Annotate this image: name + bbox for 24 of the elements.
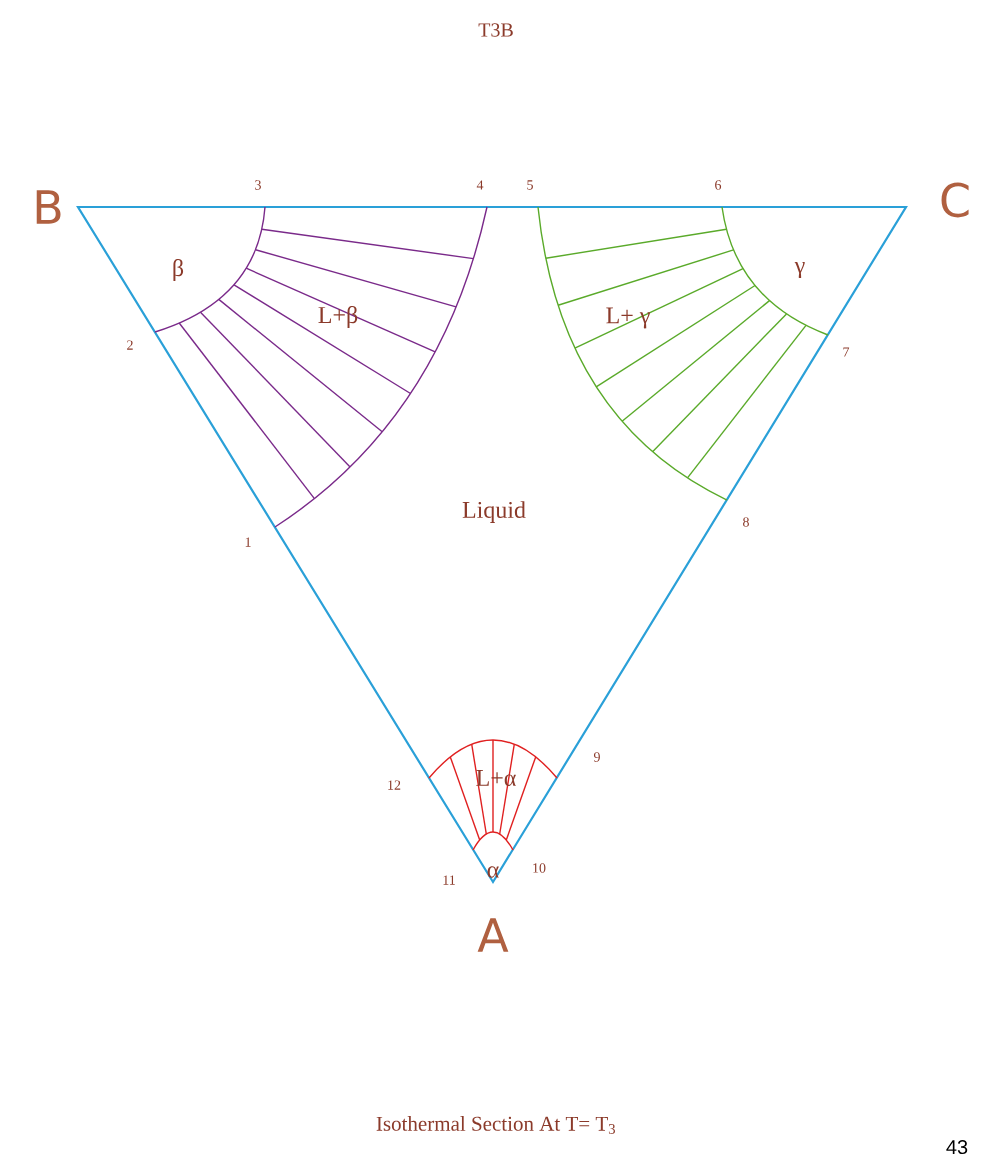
phase-label: γ [794, 261, 805, 279]
point-number: 5 [527, 180, 533, 190]
phase-label: L+ γ [606, 307, 650, 329]
point-number: 3 [255, 180, 261, 190]
phase-label: α [487, 866, 499, 878]
point-number: 4 [476, 180, 484, 190]
phase-label: β [173, 259, 184, 281]
point-number: 6 [715, 180, 722, 190]
phase-label: L+β [318, 306, 358, 328]
point-number: 11 [443, 875, 455, 885]
point-number: 7 [843, 347, 850, 357]
point-number: 9 [593, 752, 600, 762]
point-number: 8 [743, 517, 749, 527]
point-number: 2 [127, 340, 133, 350]
vertex-label: A [477, 918, 509, 952]
point-number: 12 [388, 780, 401, 790]
point-number: 1 [245, 537, 251, 547]
point-number: 10 [533, 863, 546, 873]
vertex-label: B [36, 190, 61, 224]
page-number: 43 [946, 1139, 968, 1155]
caption: Isothermal Section At T= T$_{3}$ [376, 1116, 615, 1134]
phase-label: Liquid [462, 501, 526, 523]
title: T3B [478, 23, 513, 37]
vertex-label: C [941, 182, 969, 218]
